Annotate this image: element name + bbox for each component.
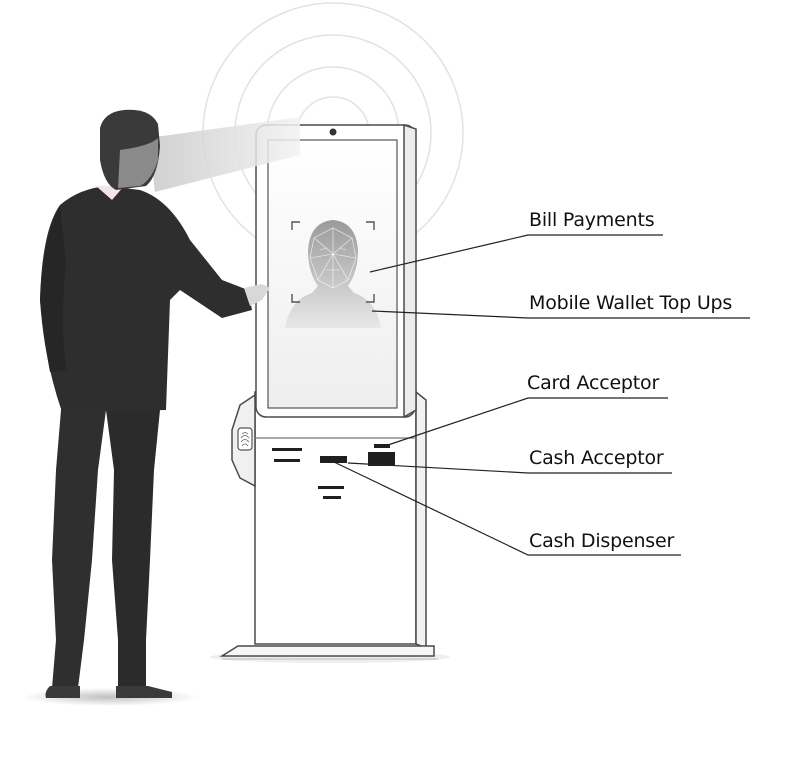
gaze-beam: [148, 117, 300, 192]
mobile-wallet-line: [371, 310, 750, 319]
bill-payments-label: Bill Payments: [529, 209, 655, 231]
camera-icon: [329, 128, 337, 136]
cash-acceptor-line: [347, 462, 672, 474]
cash-dispenser-line: [333, 461, 681, 556]
coin-slot: [318, 486, 344, 489]
person-figure: [40, 109, 300, 698]
cash-acceptor-slot: [368, 452, 395, 466]
kiosk-base: [219, 645, 435, 657]
kiosk-side-panel: [415, 390, 427, 650]
receipt-slot-2: [274, 459, 300, 462]
cash-acceptor-label: Cash Acceptor: [529, 447, 664, 469]
cash-dispenser-slot: [320, 456, 347, 463]
face-recognition-icon: [285, 220, 381, 328]
card-slot: [374, 444, 390, 448]
kiosk-slots: [272, 444, 395, 499]
card-acceptor-label: Card Acceptor: [527, 372, 660, 394]
coin-slot-2: [323, 496, 341, 499]
kiosk: [219, 123, 438, 660]
callout-lines: [333, 234, 750, 556]
fingerprint-icon: [237, 427, 253, 451]
receipt-slot: [272, 448, 302, 451]
cash-dispenser-label: Cash Dispenser: [529, 530, 675, 552]
card-acceptor-line: [387, 397, 668, 446]
bill-payments-line: [369, 234, 663, 273]
kiosk-lower-body: [254, 391, 417, 645]
mobile-wallet-top-ups-label: Mobile Wallet Top Ups: [529, 292, 733, 314]
